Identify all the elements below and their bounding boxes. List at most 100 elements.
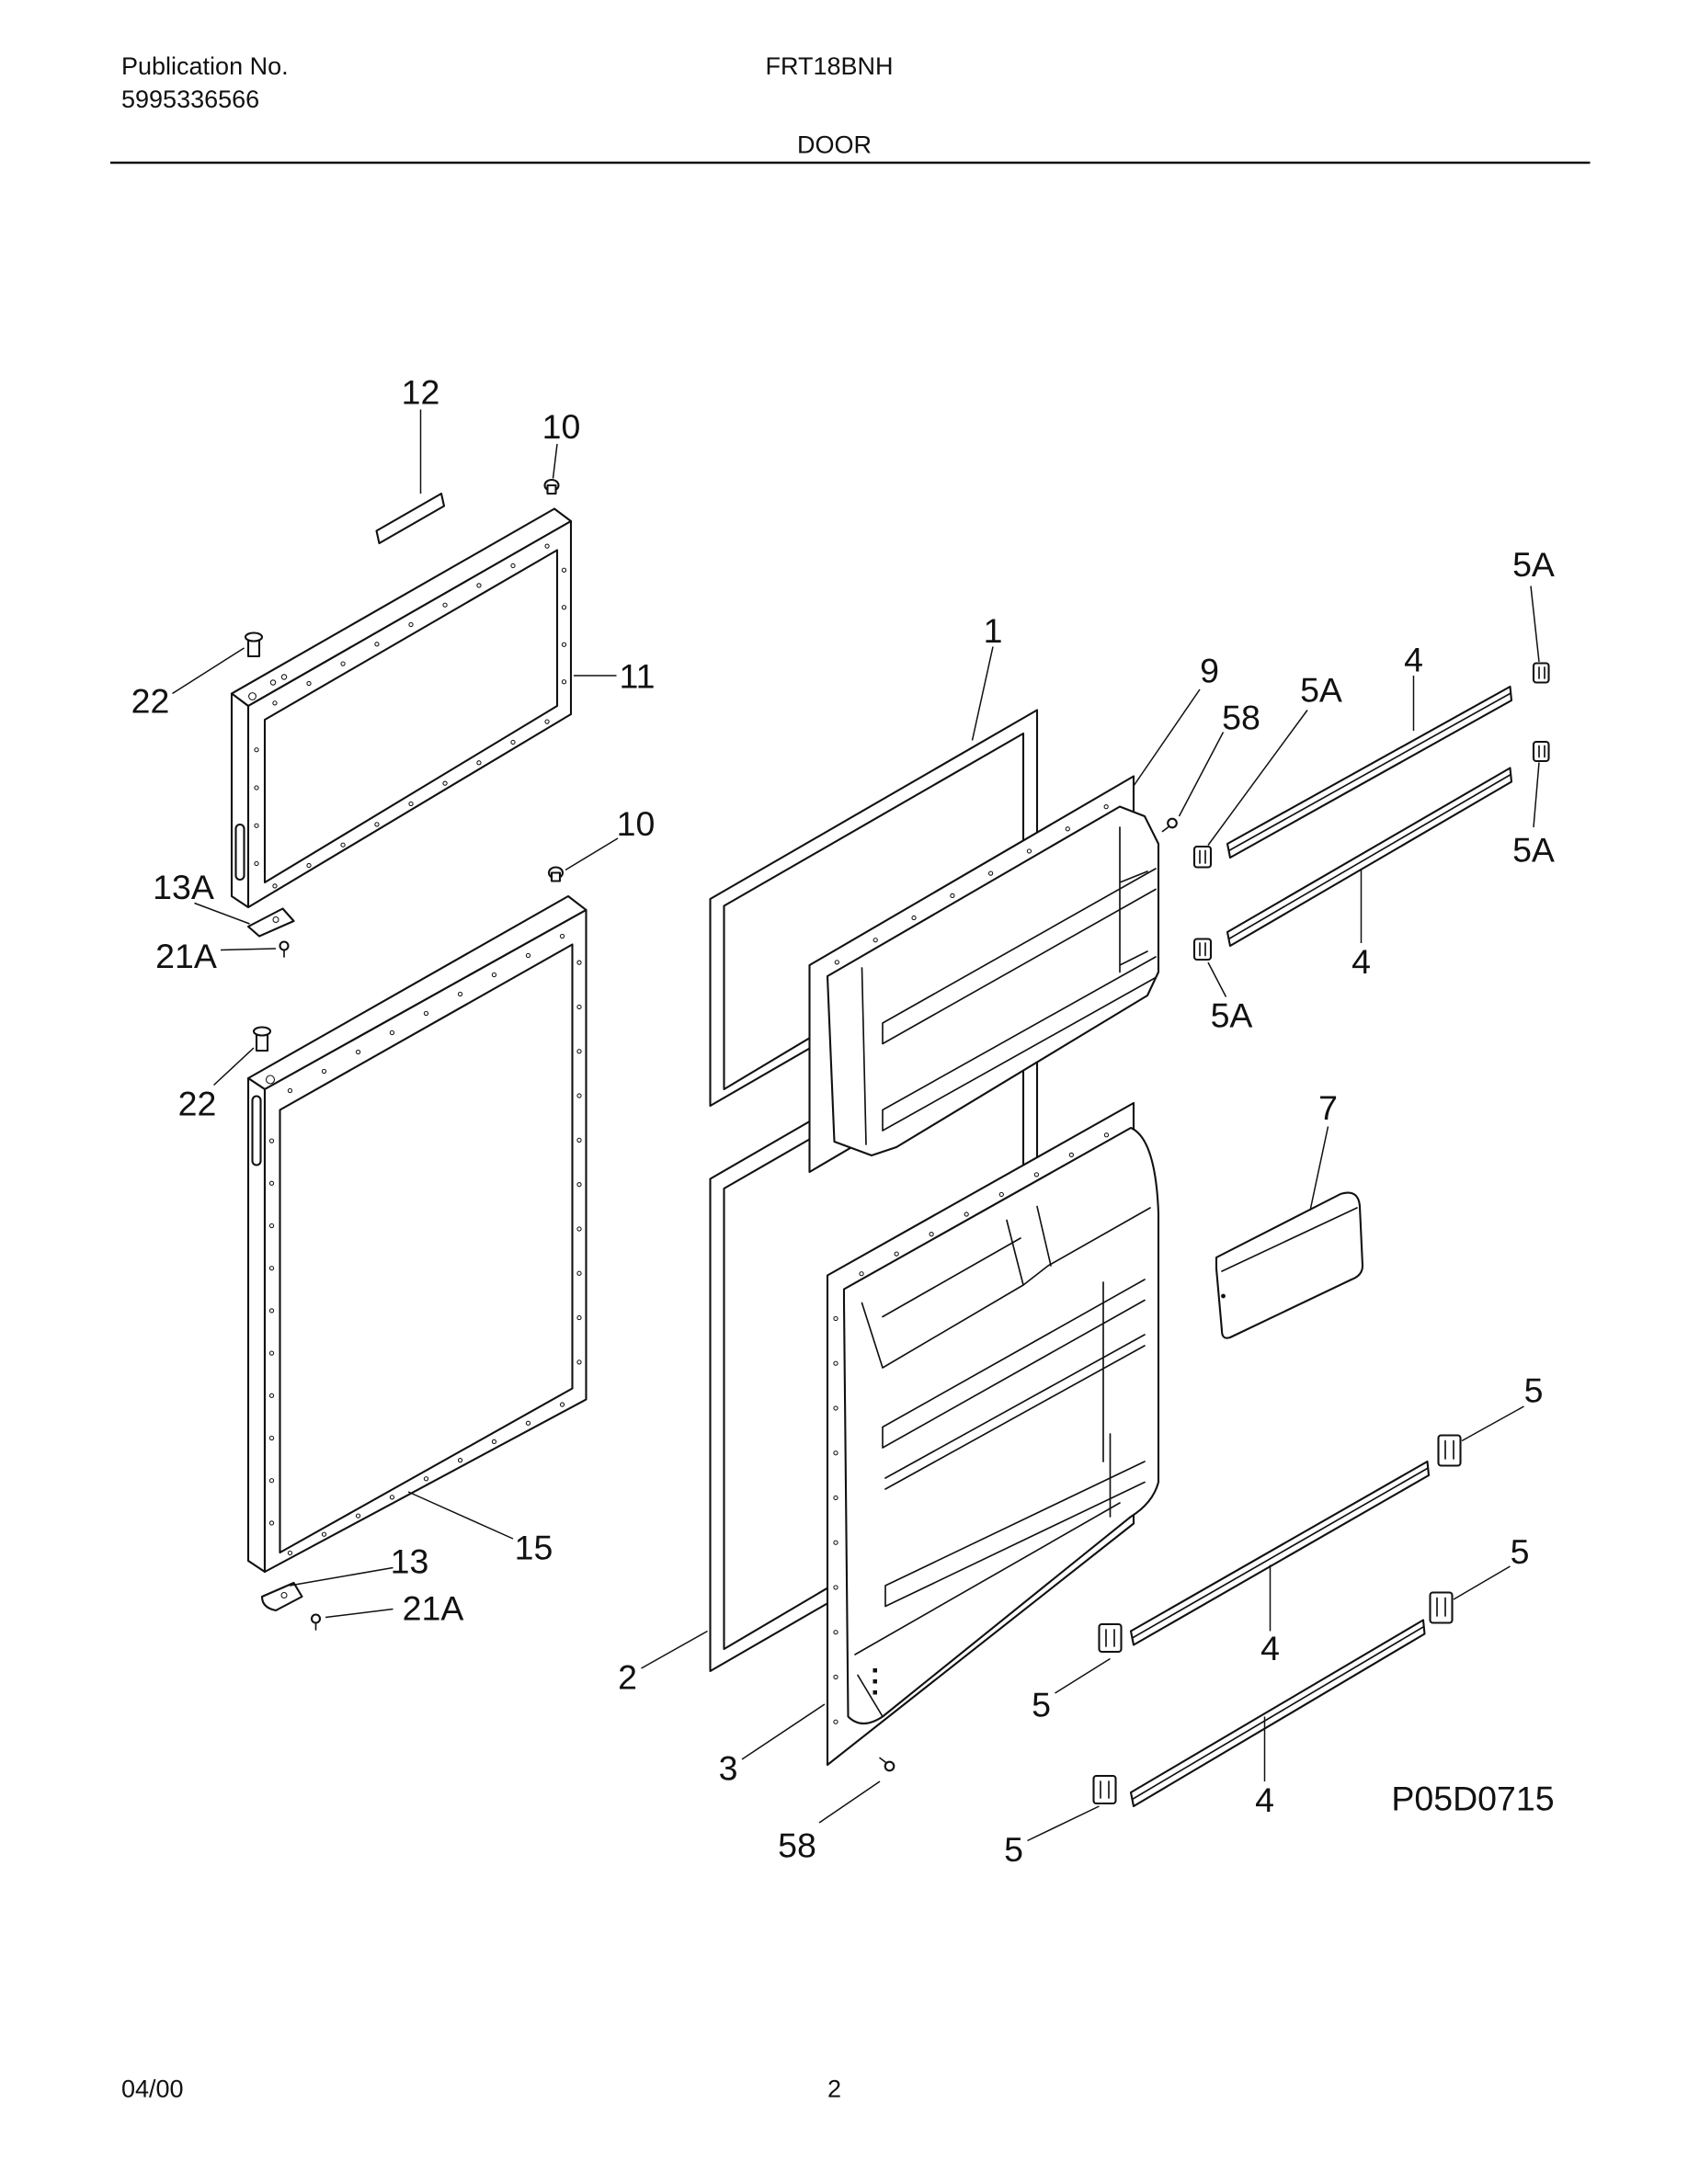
screw-hole — [268, 1478, 275, 1484]
leader-58-upper — [1178, 732, 1225, 817]
fresh-food-door-window — [279, 943, 574, 1554]
screw-hole — [1103, 804, 1109, 810]
screw-hole — [272, 700, 278, 706]
callout-4-upper: 4 — [1404, 641, 1423, 679]
screw-hole — [834, 960, 839, 965]
callout-7: 7 — [1318, 1088, 1338, 1127]
screw-head — [310, 1613, 322, 1624]
callout-5A-right: 5A — [1512, 831, 1555, 870]
end-cap-body — [1532, 740, 1550, 763]
part-12-trim — [375, 492, 446, 545]
end-cap-detail — [1538, 745, 1545, 758]
screw-hole — [254, 823, 259, 828]
page-footer: 04/00 2 — [121, 2076, 841, 2103]
callout-11: 11 — [620, 657, 656, 696]
screw-holes — [254, 543, 1110, 1724]
screw-hole — [287, 1087, 293, 1094]
screw-hole — [576, 1049, 582, 1054]
screw-hole — [833, 1540, 838, 1545]
callout-22-lower: 22 — [178, 1085, 217, 1123]
callout-13: 13 — [391, 1542, 429, 1581]
callout-9: 9 — [1200, 652, 1219, 690]
end-cap-body — [1192, 938, 1213, 961]
part-4-lower-rail-1 — [1129, 1460, 1431, 1646]
bushing-hole — [248, 692, 257, 700]
screw-hole — [268, 1435, 275, 1441]
screw-hole — [268, 1393, 275, 1398]
part-5-end-cap — [1098, 1622, 1123, 1654]
screw-hole — [268, 1138, 275, 1143]
screw-hole — [272, 883, 278, 889]
screw-hole — [1103, 1132, 1110, 1138]
callout-5-c: 5 — [1032, 1686, 1051, 1724]
end-cap-body — [1532, 662, 1550, 684]
part-7-dairy-door — [1215, 1191, 1364, 1339]
screw-hole — [561, 567, 567, 573]
screw-hole — [998, 1191, 1004, 1198]
end-cap-detail — [1538, 666, 1545, 679]
callout-22-upper: 22 — [131, 682, 170, 721]
screw-hole — [268, 1350, 275, 1356]
plug-stem — [550, 871, 562, 882]
callout-2: 2 — [618, 1658, 637, 1697]
screw-hole — [272, 916, 279, 924]
screw-hole — [423, 1476, 429, 1482]
screw-head — [884, 1760, 895, 1772]
screw-hole — [964, 1211, 969, 1217]
screw-hole — [268, 1266, 275, 1271]
leader-13 — [289, 1566, 393, 1587]
rail-groove — [1227, 692, 1511, 852]
callout-13A: 13A — [153, 868, 214, 906]
publication-number: 5995336566 — [121, 85, 259, 113]
screw-hole — [576, 1359, 582, 1365]
end-cap-body — [1098, 1622, 1123, 1654]
part-13-hinge — [260, 1581, 303, 1612]
end-cap-detail — [1199, 849, 1206, 864]
screw-hole — [859, 1271, 864, 1277]
screw-hole — [833, 1674, 838, 1680]
leader-5A-bottom — [1207, 961, 1227, 997]
part-5A-end-cap — [1532, 740, 1550, 763]
part-5A-end-cap — [1192, 845, 1213, 869]
liner-right-wall — [1119, 826, 1148, 973]
screw-hole — [544, 719, 550, 724]
leader-13A — [194, 902, 250, 925]
trim-strip — [375, 492, 446, 545]
screw-hole — [833, 1495, 838, 1501]
screw-head — [1167, 817, 1178, 829]
screw-hole — [269, 679, 277, 686]
screw-hole — [268, 1520, 275, 1526]
callout-5-b: 5 — [1511, 1532, 1530, 1571]
screw-hole — [1068, 1152, 1074, 1158]
screw-hole — [254, 747, 259, 753]
screw-hole — [950, 893, 955, 899]
callout-5-d: 5 — [1004, 1830, 1023, 1869]
end-cap-body — [1092, 1774, 1117, 1805]
callout-58-upper: 58 — [1222, 699, 1260, 737]
screw-hole — [389, 1029, 395, 1036]
screw-hole — [576, 1226, 582, 1232]
upper-shelf-rail — [882, 1279, 1146, 1449]
leader-5-d — [1027, 1805, 1100, 1842]
leader-58-lower — [818, 1780, 881, 1824]
vent-slot — [873, 1679, 877, 1684]
screw-hole — [576, 1093, 582, 1098]
callout-5A-bottom: 5A — [1211, 996, 1253, 1035]
screw-hole — [873, 938, 878, 943]
callout-1: 1 — [984, 611, 1003, 650]
screw-hole — [525, 952, 531, 959]
middle-shelf-rail — [884, 1334, 1146, 1490]
figure-id: P05D0715 — [1391, 1780, 1554, 1818]
hinge-bracket — [246, 907, 295, 938]
screw-hole — [374, 822, 380, 827]
dairy-door-pivot — [1221, 1293, 1226, 1299]
leader-5-b — [1453, 1565, 1511, 1600]
part-21A-lower-screw — [310, 1613, 322, 1631]
part-58-lower-screw — [879, 1757, 895, 1772]
screw-hole — [306, 862, 312, 869]
part-4-lower-rail-2 — [1129, 1619, 1426, 1808]
callout-5A-middle: 5A — [1300, 671, 1342, 710]
end-cap-detail — [1105, 1629, 1115, 1647]
screw-shank — [1161, 826, 1169, 833]
screw-hole — [321, 1068, 327, 1075]
